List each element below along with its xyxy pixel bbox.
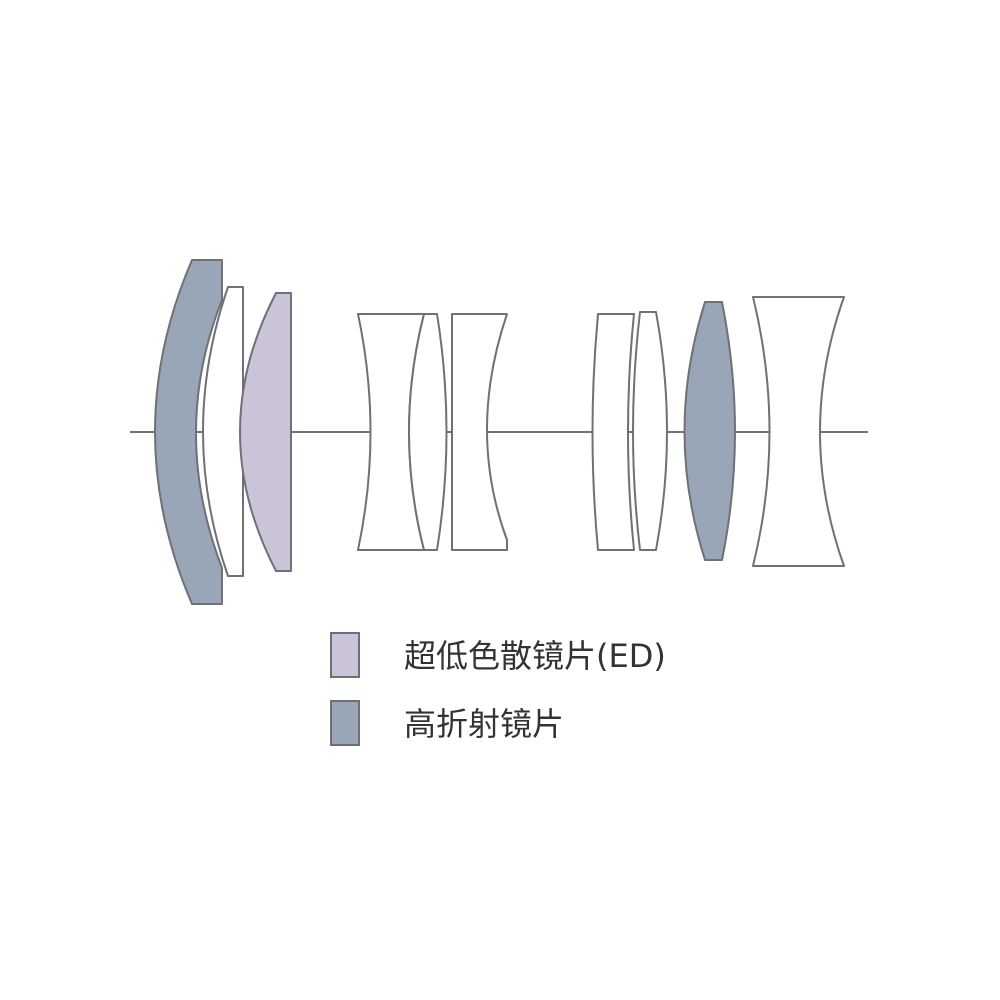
legend: 超低色散镜片(ED) 高折射镜片 (330, 632, 750, 768)
lens-element-8 (632, 311, 668, 551)
lens-element-7 (591, 313, 635, 551)
legend-item-ed: 超低色散镜片(ED) (330, 632, 750, 682)
lens-element-6 (451, 313, 508, 551)
lens-element-3 (239, 292, 292, 572)
lens-element-5 (408, 313, 448, 551)
lens-element-2 (202, 286, 244, 577)
ed-swatch (330, 632, 360, 678)
lens-element-10 (752, 296, 845, 567)
high-refraction-label: 高折射镜片 (404, 705, 565, 743)
high-refraction-swatch (330, 700, 360, 746)
legend-item-high-refraction: 高折射镜片 (330, 700, 750, 750)
ed-label: 超低色散镜片(ED) (404, 637, 666, 675)
lens-element-1 (154, 259, 223, 605)
lens-element-9 (683, 301, 736, 561)
